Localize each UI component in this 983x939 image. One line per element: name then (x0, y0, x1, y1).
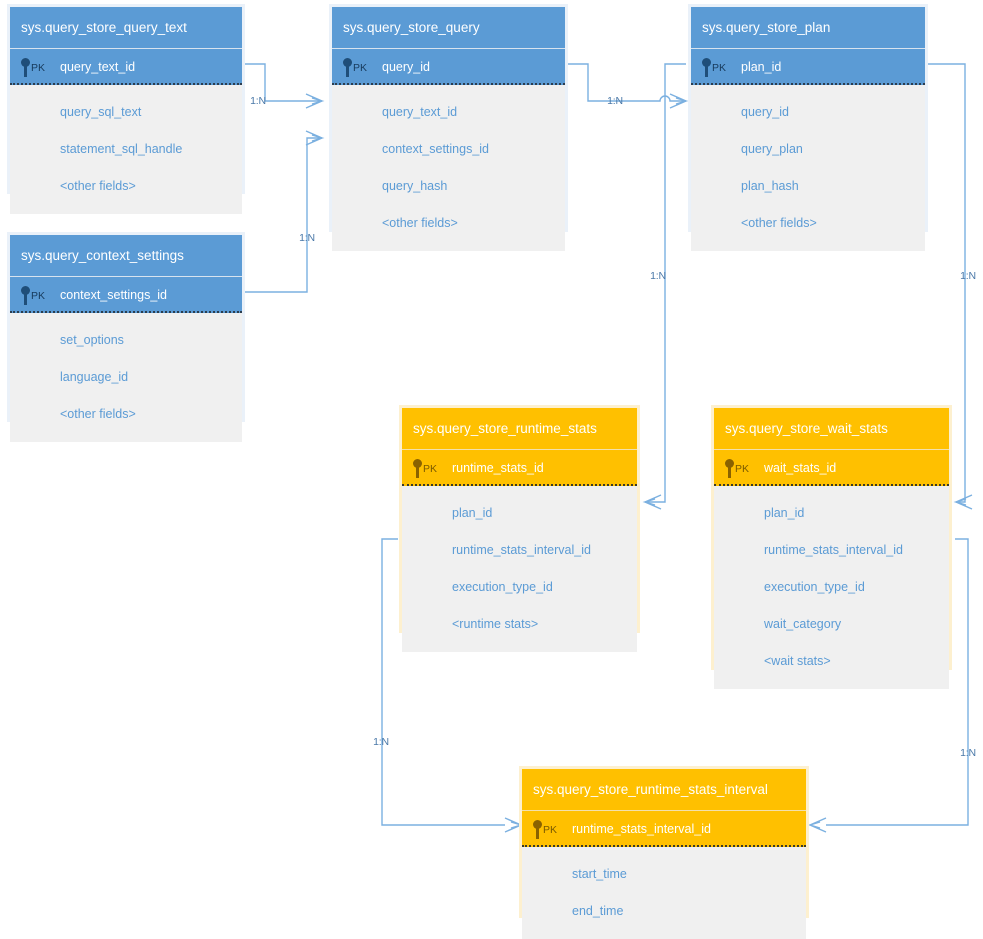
entity-query-store-query[interactable]: sys.query_store_query PK query_id query_… (329, 4, 568, 251)
entity-title: sys.query_store_runtime_stats_interval (522, 769, 806, 811)
entity-field: query_hash (382, 179, 448, 193)
entity-title: sys.query_store_runtime_stats (402, 408, 637, 450)
entity-fields: query_id query_plan plan_hash <other fie… (691, 85, 925, 251)
entity-field: query_text_id (382, 105, 458, 119)
entity-title: sys.query_store_plan (691, 7, 925, 49)
primary-key-row[interactable]: PK context_settings_id (10, 277, 242, 313)
entity-fields: plan_id runtime_stats_interval_id execut… (402, 486, 637, 652)
relationship-r1: 1:N (245, 63, 325, 109)
entity-field: <other fields> (60, 407, 136, 421)
entity-fields: start_time end_time (522, 847, 806, 939)
entity-fields: query_text_id context_settings_id query_… (332, 85, 565, 251)
entity-query-store-runtime-stats[interactable]: sys.query_store_runtime_stats PK runtime… (399, 405, 640, 652)
primary-key-row[interactable]: PK runtime_stats_id (402, 450, 637, 486)
cardinality-label: 1:N (960, 270, 976, 282)
key-icon (21, 286, 30, 305)
entity-field: <other fields> (382, 216, 458, 230)
entity-query-context-settings[interactable]: sys.query_context_settings PK context_se… (7, 232, 245, 442)
pk-field-name: wait_stats_id (764, 461, 837, 475)
relationship-r3: 1:N (568, 63, 689, 109)
cardinality-label: 1:N (250, 95, 266, 107)
entity-field: plan_id (764, 506, 805, 520)
entity-field: start_time (572, 867, 627, 881)
cardinality-label: 1:N (650, 270, 666, 282)
pk-field-name: runtime_stats_id (452, 461, 544, 475)
primary-key-row[interactable]: PK query_id (332, 49, 565, 85)
entity-query-store-query-text[interactable]: sys.query_store_query_text PK query_text… (7, 4, 245, 214)
key-icon (725, 459, 734, 478)
entity-field: language_id (60, 370, 129, 384)
pk-tag: PK (423, 463, 438, 475)
cardinality-label: 1:N (607, 95, 623, 107)
entity-field: plan_id (452, 506, 493, 520)
entity-field: query_id (741, 105, 789, 119)
pk-tag: PK (543, 824, 558, 836)
entity-field: <runtime stats> (452, 617, 539, 631)
entity-field: query_sql_text (60, 105, 142, 119)
entity-field: execution_type_id (764, 580, 865, 594)
pk-tag: PK (735, 463, 750, 475)
key-icon (533, 820, 542, 839)
entity-field: <wait stats> (764, 654, 831, 668)
entity-field: set_options (60, 333, 124, 347)
pk-tag: PK (31, 62, 46, 74)
entity-field: statement_sql_handle (60, 142, 183, 156)
entity-query-store-runtime-stats-interval[interactable]: sys.query_store_runtime_stats_interval P… (519, 766, 809, 939)
entity-field: runtime_stats_interval_id (452, 543, 591, 557)
cardinality-label: 1:N (299, 232, 315, 244)
primary-key-row[interactable]: PK plan_id (691, 49, 925, 85)
pk-tag: PK (31, 290, 46, 302)
entity-fields: query_sql_text statement_sql_handle <oth… (10, 85, 242, 214)
pk-field-name: query_text_id (60, 60, 136, 74)
entity-title: sys.query_store_query (332, 7, 565, 49)
entity-field: execution_type_id (452, 580, 553, 594)
cardinality-label: 1:N (373, 736, 389, 748)
relationship-r4: 1:N (642, 63, 686, 510)
entity-title: sys.query_store_wait_stats (714, 408, 949, 450)
key-icon (702, 58, 711, 77)
entity-title: sys.query_store_query_text (10, 7, 242, 49)
pk-tag: PK (353, 62, 368, 74)
key-icon (21, 58, 30, 77)
key-icon (413, 459, 422, 478)
pk-field-name: plan_id (741, 60, 782, 74)
cardinality-label: 1:N (960, 747, 976, 759)
entity-field: runtime_stats_interval_id (764, 543, 903, 557)
entity-field: wait_category (764, 617, 842, 631)
pk-tag: PK (712, 62, 727, 74)
primary-key-row[interactable]: PK wait_stats_id (714, 450, 949, 486)
pk-field-name: query_id (382, 60, 430, 74)
entity-query-store-plan[interactable]: sys.query_store_plan PK plan_id query_id… (688, 4, 928, 251)
entity-fields: set_options language_id <other fields> (10, 313, 242, 442)
entity-field: end_time (572, 904, 624, 918)
primary-key-row[interactable]: PK runtime_stats_interval_id (522, 811, 806, 847)
pk-field-name: runtime_stats_interval_id (572, 822, 711, 836)
primary-key-row[interactable]: PK query_text_id (10, 49, 242, 85)
entity-field: <other fields> (60, 179, 136, 193)
entity-fields: plan_id runtime_stats_interval_id execut… (714, 486, 949, 689)
entity-field: plan_hash (741, 179, 799, 193)
entity-query-store-wait-stats[interactable]: sys.query_store_wait_stats PK wait_stats… (711, 405, 952, 689)
entity-field: query_plan (741, 142, 803, 156)
entity-title: sys.query_context_settings (10, 235, 242, 277)
entity-field: context_settings_id (382, 142, 490, 156)
entity-field: <other fields> (741, 216, 817, 230)
pk-field-name: context_settings_id (60, 288, 168, 302)
key-icon (343, 58, 352, 77)
relationship-r2: 1:N (245, 130, 325, 293)
